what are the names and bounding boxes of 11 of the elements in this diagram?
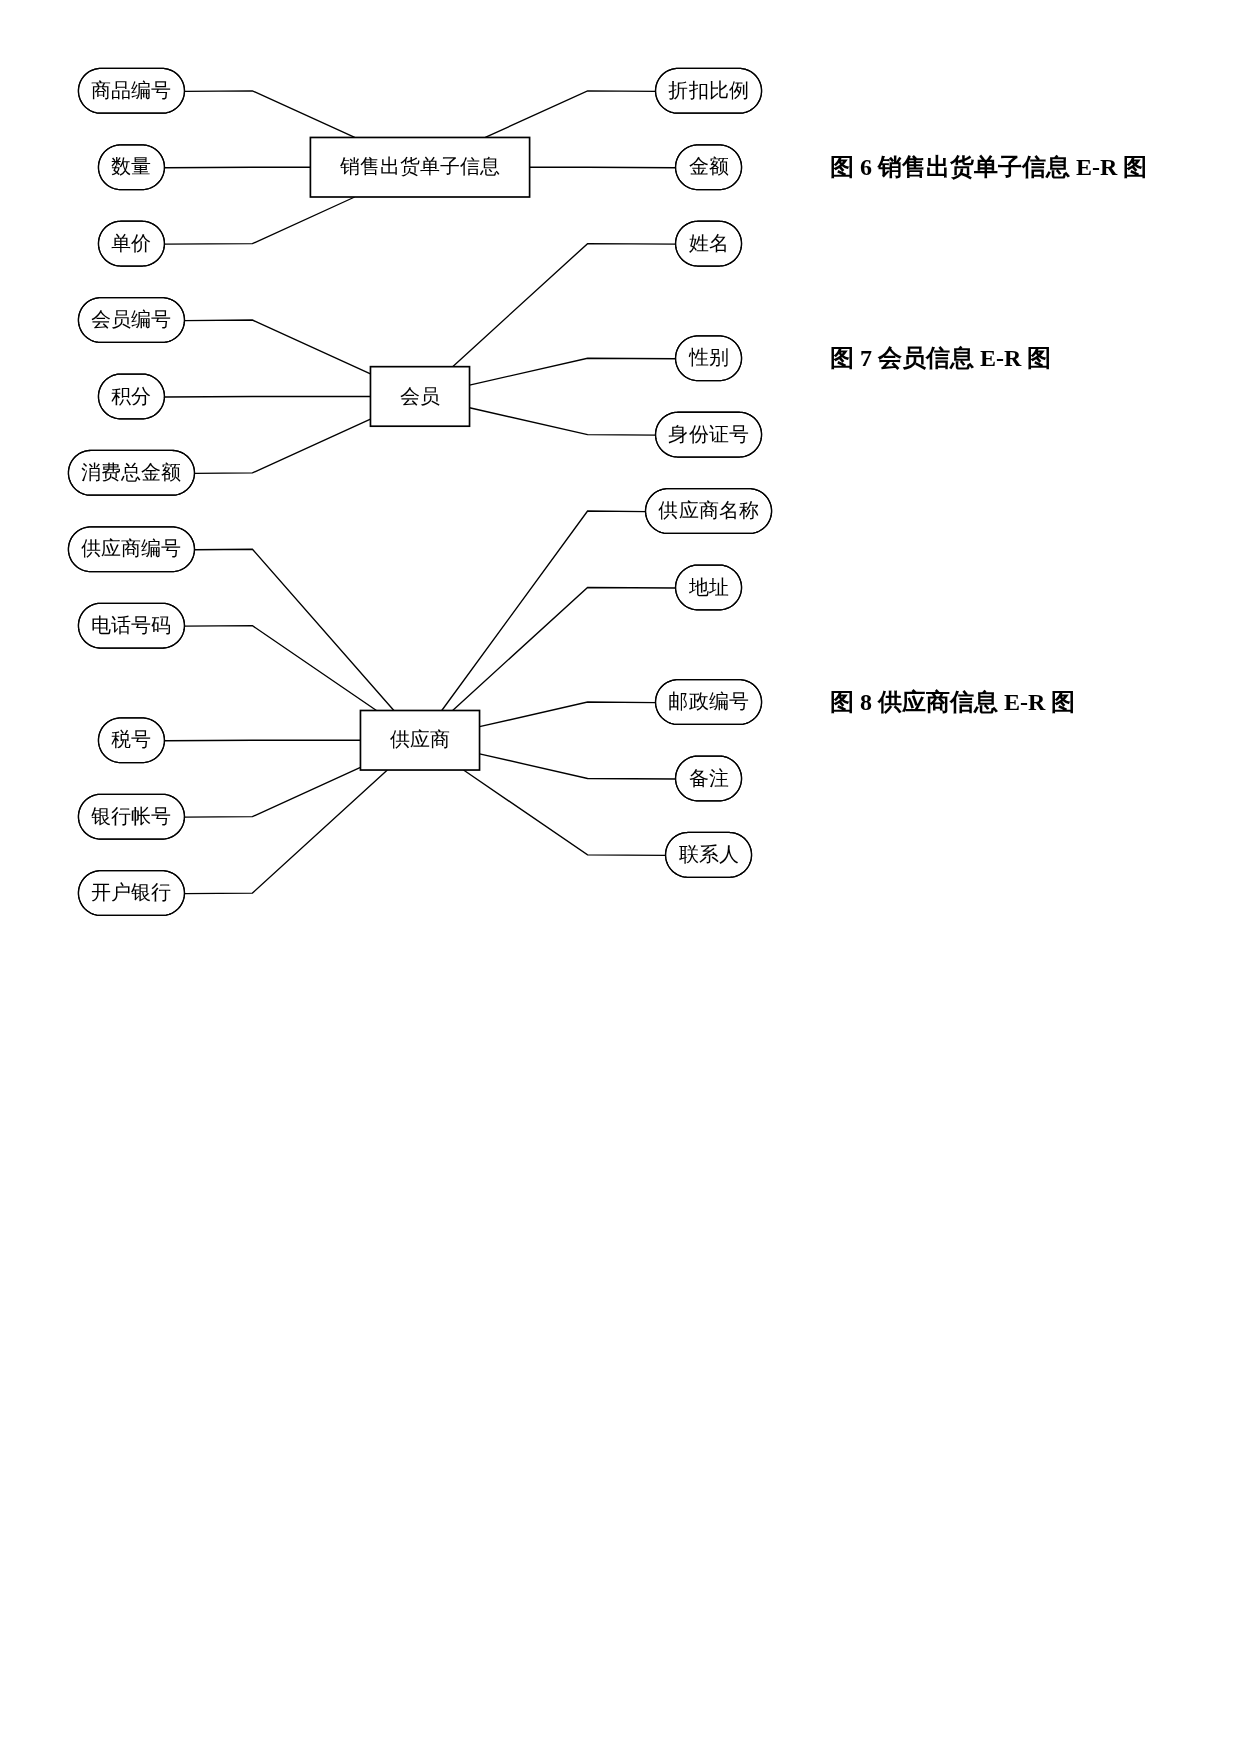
figure-caption: 图 7 会员信息 E-R 图 <box>830 344 1052 374</box>
connector <box>184 766 362 818</box>
figure-caption: 图 8 供应商信息 E-R 图 <box>830 688 1076 718</box>
connector <box>194 548 395 712</box>
node-box: 供应商 <box>359 709 481 771</box>
connector <box>184 769 389 895</box>
figure-caption: 图 6 销售出货单子信息 E-R 图 <box>830 153 1148 183</box>
node-box: 会员 <box>369 365 471 428</box>
node-box: 销售出货单子信息 <box>309 136 531 198</box>
connector <box>184 624 378 712</box>
connector <box>184 90 356 139</box>
